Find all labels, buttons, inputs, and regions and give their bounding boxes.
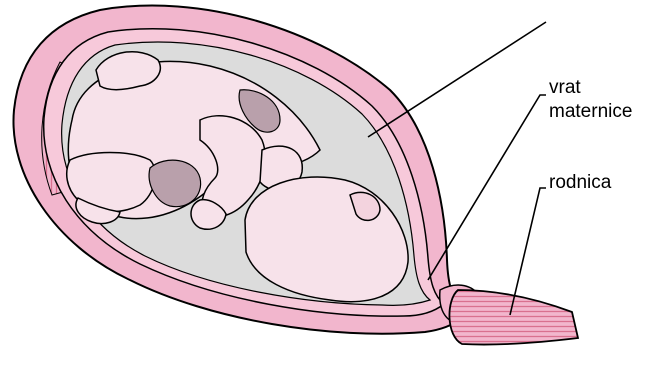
label-vrat-line2: maternice: [549, 100, 632, 124]
label-vrat-line1: vrat: [549, 76, 581, 100]
leader-materrnica: [368, 22, 546, 137]
leader-vrat: [428, 95, 546, 280]
label-rodnica: rodnica: [549, 171, 611, 195]
